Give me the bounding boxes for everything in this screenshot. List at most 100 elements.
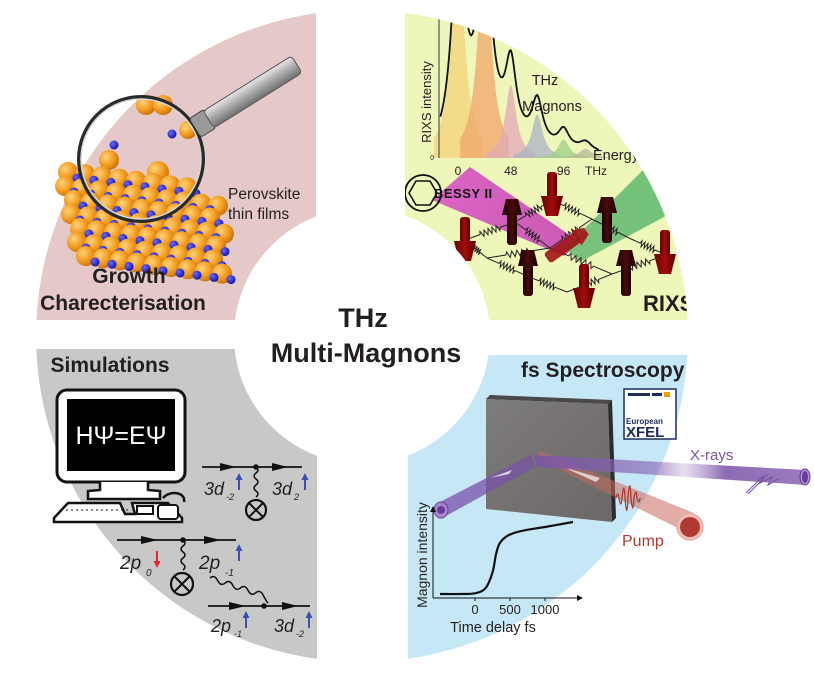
rixs-peak-5	[561, 148, 610, 158]
spin-up-arrow-icon	[242, 611, 250, 628]
spring-bond	[514, 199, 553, 223]
photon-line	[209, 575, 269, 604]
spin-up-arrow-icon	[502, 199, 522, 245]
fs-y-axis-arrow	[430, 506, 436, 512]
pump-beam: Pump	[536, 451, 704, 550]
spin-up-arrow-icon	[616, 250, 636, 296]
rixs-x-tick: 96	[557, 164, 571, 178]
center-title-line2: Multi-Magnons	[271, 338, 461, 368]
excited-spin-arrow-icon	[544, 227, 589, 263]
spring-bond	[611, 254, 667, 275]
growth-caption-line2: thin films	[228, 206, 289, 223]
vertex-cross-icon	[244, 498, 268, 522]
xray-beam: X-rays	[433, 447, 811, 519]
rixs-ylabel: RIXS intensity	[419, 61, 434, 143]
vertex-cross-icon	[169, 571, 195, 597]
state-subscript: -1	[234, 629, 242, 639]
spin-up-arrow-icon	[301, 473, 309, 490]
spin-up-arrow-icon	[305, 611, 313, 628]
feynman-diagrams: 3d -2 3d 2 2p 0 2	[117, 463, 313, 639]
rixs-peak-0	[433, 12, 483, 158]
fs-x-tick: 0	[471, 602, 478, 617]
spin-up-arrow-icon	[597, 197, 617, 243]
xray-pulse-wave	[745, 473, 779, 495]
spring-bond	[486, 257, 528, 277]
growth-caption-line1: Perovskite	[228, 186, 300, 203]
rixs-x-tick: 0	[455, 164, 462, 178]
growth-title-line2: Charecterisation	[40, 292, 206, 315]
simulations-title: Simulations	[50, 354, 169, 377]
bessy-logo-text: BESSY II	[434, 186, 493, 201]
state-label: 3d	[274, 616, 295, 636]
spin-down-arrow-icon	[654, 230, 676, 274]
spring-bond	[526, 275, 568, 293]
rixs-xunit: THz	[585, 164, 607, 178]
state-label: 3d	[204, 479, 225, 499]
rixs-annotation-line2: Magnons	[522, 99, 582, 115]
pump-label: Pump	[622, 533, 664, 550]
state-subscript: 2	[293, 492, 299, 502]
growth-panel: Perovskite thin films Growth Charecteris…	[40, 56, 302, 315]
rixs-peak-2	[486, 84, 535, 158]
fs-ylabel: Magnon intensity	[414, 502, 430, 608]
feynman-bottom: 2p -1 3d -2	[208, 602, 313, 639]
atom-blue	[109, 140, 119, 150]
xfel-logo-line2: XFEL	[626, 424, 664, 441]
magnon-intensity-curve	[439, 520, 574, 596]
atom-blue	[141, 264, 151, 274]
state-label: 2p	[119, 553, 141, 574]
atom-blue	[220, 247, 230, 257]
spin-up-arrow-icon	[235, 544, 243, 561]
spin-up-arrow-icon	[518, 250, 538, 296]
atom-blue	[175, 268, 185, 278]
schrodinger-equation: HΨ=EΨ	[75, 422, 166, 450]
spring-bond	[514, 221, 551, 249]
computer-icon: HΨ=EΨ	[52, 388, 187, 524]
atom-blue	[192, 270, 202, 280]
spin-down-arrow-icon	[153, 551, 161, 568]
fs-x-tick: 500	[499, 602, 521, 617]
xfel-logo-line1: European	[626, 417, 663, 426]
spring-bond	[464, 221, 516, 241]
spring-bond	[549, 247, 613, 275]
fs-title: fs Spectroscopy	[521, 359, 685, 382]
pump-pulse-wave	[615, 484, 641, 512]
rixs-peak-3	[513, 114, 562, 158]
spin-down-arrow-icon	[541, 172, 563, 216]
fs-x-axis-arrow	[577, 595, 583, 601]
atom-blue	[158, 266, 168, 276]
atom-blue	[226, 275, 236, 285]
state-subscript: -1	[225, 568, 234, 579]
state-subscript: 0	[146, 568, 152, 579]
rixs-annotation-line1: THz	[532, 73, 559, 89]
simulations-panel: Simulations HΨ=EΨ	[50, 354, 313, 639]
rixs-peak-4	[539, 139, 588, 158]
xray-label: X-rays	[690, 447, 733, 464]
photon-line	[180, 539, 186, 571]
rixs-xlabel: Energy	[593, 148, 640, 164]
state-subscript: -2	[226, 492, 234, 502]
rixs-title: RIXS	[643, 291, 694, 316]
european-xfel-logo: European XFEL	[623, 388, 677, 441]
fs-x-tick: 1000	[531, 602, 560, 617]
center-title: THz Multi-Magnons	[271, 303, 461, 368]
rixs-peak-1	[460, 12, 509, 158]
rixs-quadrant-background	[405, 12, 688, 321]
fs-spectroscopy-panel: fs Spectroscopy European XFEL Pump	[414, 359, 811, 636]
bessy-logo: BESSY II	[405, 174, 493, 212]
state-subscript: -2	[296, 629, 304, 639]
spin-up-arrow-icon	[235, 473, 243, 490]
state-label: 3d	[272, 479, 293, 499]
atom-blue	[107, 259, 117, 269]
atom-blue	[90, 257, 100, 267]
state-label: 2p	[198, 553, 220, 574]
magnifying-glass-icon	[77, 56, 302, 223]
scattered-beam	[565, 170, 679, 262]
spring-bond	[486, 247, 551, 259]
atom-blue	[124, 261, 134, 271]
feynman-middle: 2p 0 2p -1	[117, 536, 269, 604]
spring-bond	[628, 237, 667, 256]
